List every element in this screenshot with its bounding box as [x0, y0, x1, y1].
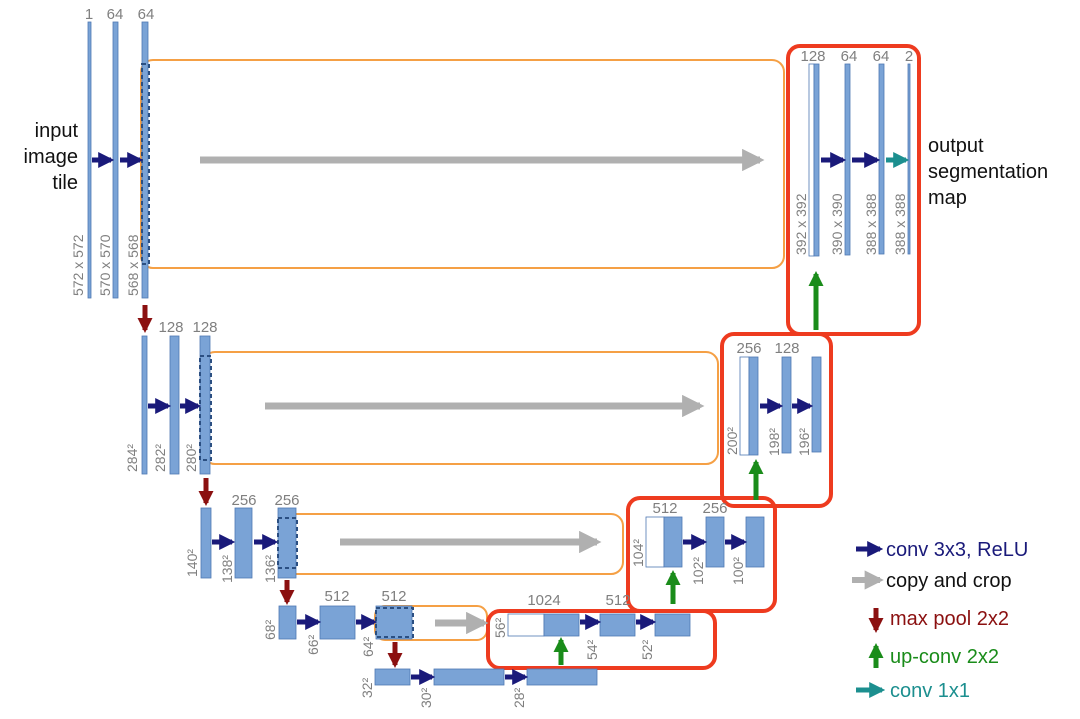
input-label-line1: input — [35, 120, 79, 142]
dim-label-d1b: 390 x 390 — [829, 193, 845, 255]
feature-map-d3-up — [663, 516, 683, 568]
feature-map-d2-conv2 — [811, 356, 822, 453]
dim-label-d1c: 388 x 388 — [863, 193, 879, 255]
feature-map-d4-conv1 — [599, 613, 636, 637]
feature-map-e3-conv1 — [234, 507, 253, 579]
feature-map-e5-conv2 — [526, 668, 598, 686]
feature-map-e4-pooled — [278, 605, 297, 640]
legend: conv 3x3, ReLU copy and crop max pool 2x… — [852, 539, 1028, 702]
dim-label-e3c: 136² — [262, 555, 278, 583]
channel-label-1: 1 — [85, 6, 93, 23]
channel-label-d64a: 64 — [841, 48, 858, 65]
dim-label-e4b: 66² — [305, 634, 321, 655]
dim-label-e5a: 32² — [359, 677, 375, 698]
channel-label-256a: 256 — [231, 492, 256, 509]
output-label-line2: segmentation — [928, 161, 1048, 183]
feature-map-d2-copy — [739, 356, 750, 456]
copy-crop-box-level1 — [140, 59, 785, 269]
feature-map-d1-conv1 — [844, 63, 851, 256]
feature-map-d4-conv2 — [654, 613, 691, 637]
channel-label-d2: 2 — [905, 48, 913, 65]
dim-label-d4b: 54² — [584, 639, 600, 660]
dim-label-e5b: 30² — [418, 687, 434, 708]
feature-map-e3-pooled — [200, 507, 212, 579]
dim-label-d1d: 388 x 388 — [892, 193, 908, 255]
dim-label-e5c: 28² — [511, 687, 527, 708]
legend-pool-label: max pool 2x2 — [890, 608, 1009, 630]
feature-map-e2-pooled — [141, 335, 148, 475]
channel-label-64a: 64 — [107, 6, 124, 23]
channel-label-d64b: 64 — [873, 48, 890, 65]
legend-upconv-label: up-conv 2x2 — [890, 646, 999, 668]
crop-region-e1 — [141, 63, 150, 265]
feature-map-d4-copy — [507, 613, 545, 637]
feature-map-d3-conv1 — [705, 516, 725, 568]
dim-label-d2c: 196² — [796, 428, 812, 456]
channel-label-d128b: 128 — [800, 48, 825, 65]
dim-label-e3a: 140² — [184, 549, 200, 577]
feature-map-d4-up — [543, 613, 580, 637]
dim-label-d2b: 198² — [766, 428, 782, 456]
legend-conv-label: conv 3x3, ReLU — [886, 539, 1028, 561]
feature-map-d1-output — [907, 63, 911, 255]
dim-label-d4c: 52² — [639, 639, 655, 660]
feature-map-e5-conv1 — [433, 668, 505, 686]
dim-label-d3a: 104² — [630, 539, 646, 567]
feature-map-d2-conv1 — [781, 356, 792, 454]
feature-map-e1-input — [87, 21, 92, 299]
channel-label-d512b: 512 — [652, 500, 677, 517]
dim-label-e4c: 64² — [360, 636, 376, 657]
decoder-box-level4 — [486, 609, 717, 670]
feature-map-e5-pooled — [374, 668, 411, 686]
dim-label-d2a: 200² — [724, 427, 740, 455]
feature-map-d1-copy — [808, 63, 815, 257]
dim-label-d4a: 56² — [492, 617, 508, 638]
feature-map-d1-conv2 — [878, 63, 885, 255]
channel-label-d128: 128 — [774, 340, 799, 357]
channel-label-d256b: 256 — [736, 340, 761, 357]
channel-label-128b: 128 — [192, 319, 217, 336]
dim-label-e2a: 284² — [124, 444, 140, 472]
channel-label-d512: 512 — [605, 592, 630, 609]
input-label-line2: image — [24, 146, 78, 168]
feature-map-e1-conv1 — [112, 21, 119, 299]
legend-copy-label: copy and crop — [886, 570, 1012, 592]
decoder-box-level1 — [786, 44, 921, 336]
feature-map-d1-up — [813, 63, 820, 257]
dim-label-d3c: 100² — [730, 557, 746, 585]
channel-label-512a: 512 — [324, 588, 349, 605]
input-label-line3: tile — [52, 172, 78, 194]
channel-label-256b: 256 — [274, 492, 299, 509]
feature-map-e2-conv1 — [169, 335, 180, 475]
dim-label-e1c: 568 x 568 — [125, 234, 141, 296]
channel-label-512b: 512 — [381, 588, 406, 605]
feature-map-d3-conv2 — [745, 516, 765, 568]
legend-conv1x1-label: conv 1x1 — [890, 680, 970, 702]
dim-label-e4a: 68² — [262, 619, 278, 640]
feature-map-d2-up — [748, 356, 759, 456]
crop-region-e4 — [375, 607, 414, 638]
dim-label-e2c: 280² — [183, 444, 199, 472]
feature-map-d3-copy — [645, 516, 665, 568]
decoder-box-level2 — [720, 332, 833, 508]
dim-label-e2b: 282² — [152, 444, 168, 472]
feature-map-e4-conv2 — [375, 605, 413, 640]
channel-label-d256: 256 — [702, 500, 727, 517]
dim-label-d1a: 392 x 392 — [793, 193, 809, 255]
output-label-line1: output — [928, 135, 984, 157]
channel-label-1024: 1024 — [527, 592, 560, 609]
dim-label-e1b: 570 x 570 — [97, 234, 113, 296]
channel-label-128a: 128 — [158, 319, 183, 336]
feature-map-e4-conv1 — [319, 605, 356, 640]
dim-label-e1a: 572 x 572 — [70, 234, 86, 296]
output-label-line3: map — [928, 187, 967, 209]
dim-label-d3b: 102² — [690, 557, 706, 585]
channel-label-64b: 64 — [138, 6, 155, 23]
dim-label-e3b: 138² — [219, 555, 235, 583]
